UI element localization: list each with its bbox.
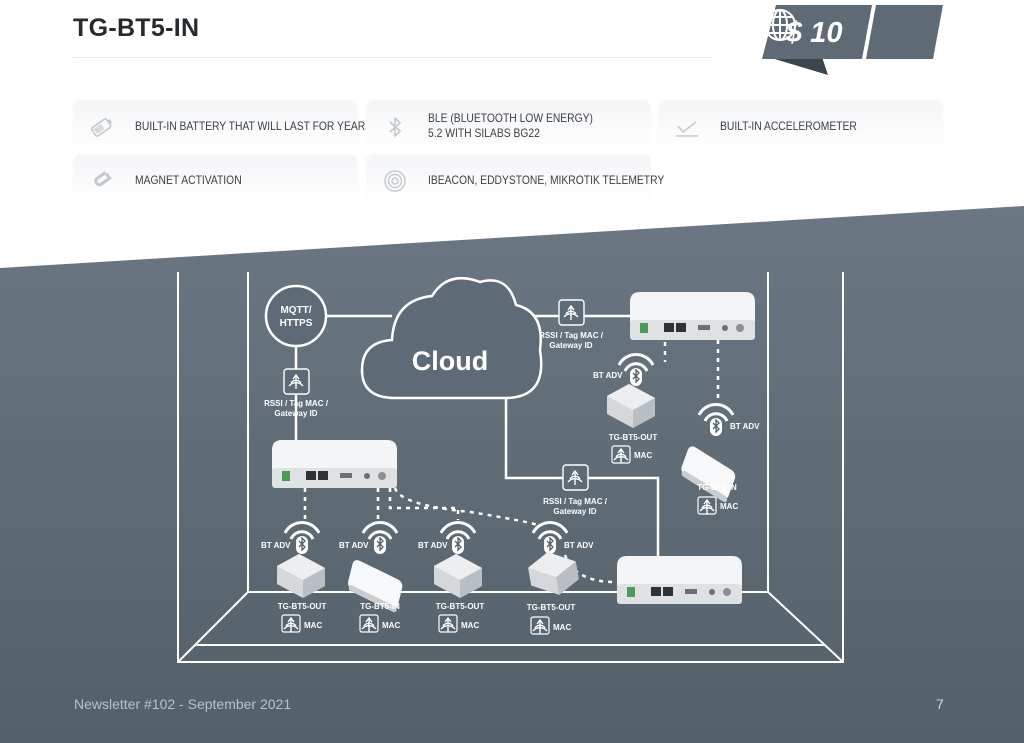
mac-label: MAC bbox=[634, 451, 652, 460]
antenna-icon bbox=[532, 619, 548, 635]
tag-out-bottom-2: BT ADV TG-BT5-OUT MAC bbox=[418, 520, 485, 633]
globe-icon bbox=[764, 9, 796, 41]
rssi-label-2: Gateway ID bbox=[553, 507, 596, 516]
gateway-top-right bbox=[630, 292, 755, 340]
mac-label: MAC bbox=[304, 621, 322, 630]
rssi-label-2: Gateway ID bbox=[549, 341, 592, 350]
magnet-icon bbox=[94, 171, 112, 187]
bluetooth-icon bbox=[617, 352, 655, 388]
gateway-bottom-right bbox=[617, 556, 742, 604]
mqtt-label-2: HTTPS bbox=[280, 318, 313, 329]
antenna-icon bbox=[613, 448, 629, 464]
bt-links bbox=[303, 340, 720, 584]
rssi-label-2: Gateway ID bbox=[274, 409, 317, 418]
mqtt-label-1: MQTT/ bbox=[280, 305, 311, 316]
accelerometer-icon bbox=[676, 121, 698, 137]
page-number: 7 bbox=[936, 696, 944, 712]
tag-name: TG-BT5-OUT bbox=[278, 602, 327, 611]
cloud-shape bbox=[360, 277, 543, 400]
feature-label: IBEACON, EDDYSTONE, MIKROTIK TELEMETRY bbox=[428, 172, 665, 187]
tag-out-top: BT ADV TG-BT5-OUT MAC bbox=[593, 352, 658, 464]
antenna-icon bbox=[699, 499, 715, 515]
feature-accelerometer: BUILT-IN ACCELEROMETER bbox=[658, 101, 943, 151]
tag-in-bottom: BT ADV TG-BT5-IN MAC bbox=[339, 520, 407, 633]
tag-out-bottom-1: BT ADV TG-BT5-OUT MAC bbox=[261, 520, 327, 633]
feature-beacon: IBEACON, EDDYSTONE, MIKROTIK TELEMETRY bbox=[366, 155, 664, 205]
page-title: TG-BT5-IN bbox=[73, 14, 200, 42]
price-banner-shape bbox=[762, 5, 943, 75]
rssi-label-1: RSSI / Tag MAC / bbox=[539, 331, 604, 340]
tag-name: TG-BT5-IN bbox=[360, 602, 400, 611]
feature-label: BLE (BLUETOOTH LOW ENERGY) 5.2 WITH SILA… bbox=[428, 111, 593, 140]
bt-adv-label: BT ADV bbox=[593, 371, 623, 380]
cloud-label: Cloud bbox=[412, 346, 488, 376]
mac-label: MAC bbox=[720, 502, 738, 511]
antenna-icon bbox=[361, 617, 377, 633]
gateway-left bbox=[272, 440, 397, 488]
rssi-annotation-top: RSSI / Tag MAC / Gateway ID bbox=[539, 299, 604, 350]
feature-bluetooth: BLE (BLUETOOTH LOW ENERGY) 5.2 WITH SILA… bbox=[366, 101, 651, 151]
tag-name: TG-BT5-IN bbox=[697, 483, 737, 492]
bt-adv-label: BT ADV bbox=[418, 541, 448, 550]
feature-label: BUILT-IN ACCELEROMETER bbox=[720, 118, 857, 133]
feature-battery: BUILT-IN BATTERY THAT WILL LAST FOR YEAR… bbox=[73, 101, 372, 151]
bluetooth-icon bbox=[531, 520, 569, 556]
mac-label: MAC bbox=[553, 623, 571, 632]
mqtt-node bbox=[264, 284, 328, 348]
rssi-annotation-mid: RSSI / Tag MAC / Gateway ID bbox=[543, 464, 608, 516]
mac-label: MAC bbox=[461, 621, 479, 630]
tag-in-right: BT ADV TG-BT5-IN MAC bbox=[675, 402, 760, 515]
beacon-icon bbox=[384, 170, 406, 192]
mac-label: MAC bbox=[382, 621, 400, 630]
bluetooth-icon bbox=[697, 402, 735, 438]
tag-name: TG-BT5-OUT bbox=[436, 602, 485, 611]
feature-label: BUILT-IN BATTERY THAT WILL LAST FOR YEAR… bbox=[135, 118, 373, 133]
bt-adv-label: BT ADV bbox=[564, 541, 594, 550]
feature-label: MAGNET ACTIVATION bbox=[135, 172, 242, 187]
rssi-label-1: RSSI / Tag MAC / bbox=[264, 399, 329, 408]
bt-adv-label: BT ADV bbox=[261, 541, 291, 550]
tag-name: TG-BT5-OUT bbox=[527, 603, 576, 612]
title-divider bbox=[73, 57, 713, 58]
tag-name: TG-BT5-OUT bbox=[609, 433, 658, 442]
price-banner: $ 10 bbox=[760, 5, 945, 77]
feature-magnet: MAGNET ACTIVATION bbox=[73, 155, 358, 205]
bt-adv-label: BT ADV bbox=[339, 541, 369, 550]
battery-icon bbox=[90, 118, 113, 137]
newsletter-footer: Newsletter #102 - September 2021 bbox=[74, 696, 292, 712]
antenna-icon bbox=[283, 617, 299, 633]
rssi-annotation-left: RSSI / Tag MAC / Gateway ID bbox=[264, 368, 329, 418]
tag-out-bottom-3: BT ADV TG-BT5-OUT MAC bbox=[526, 520, 594, 635]
bluetooth-icon bbox=[389, 117, 401, 137]
rssi-label-1: RSSI / Tag MAC / bbox=[543, 497, 608, 506]
antenna-icon bbox=[440, 617, 456, 633]
bt-adv-label: BT ADV bbox=[730, 422, 760, 431]
